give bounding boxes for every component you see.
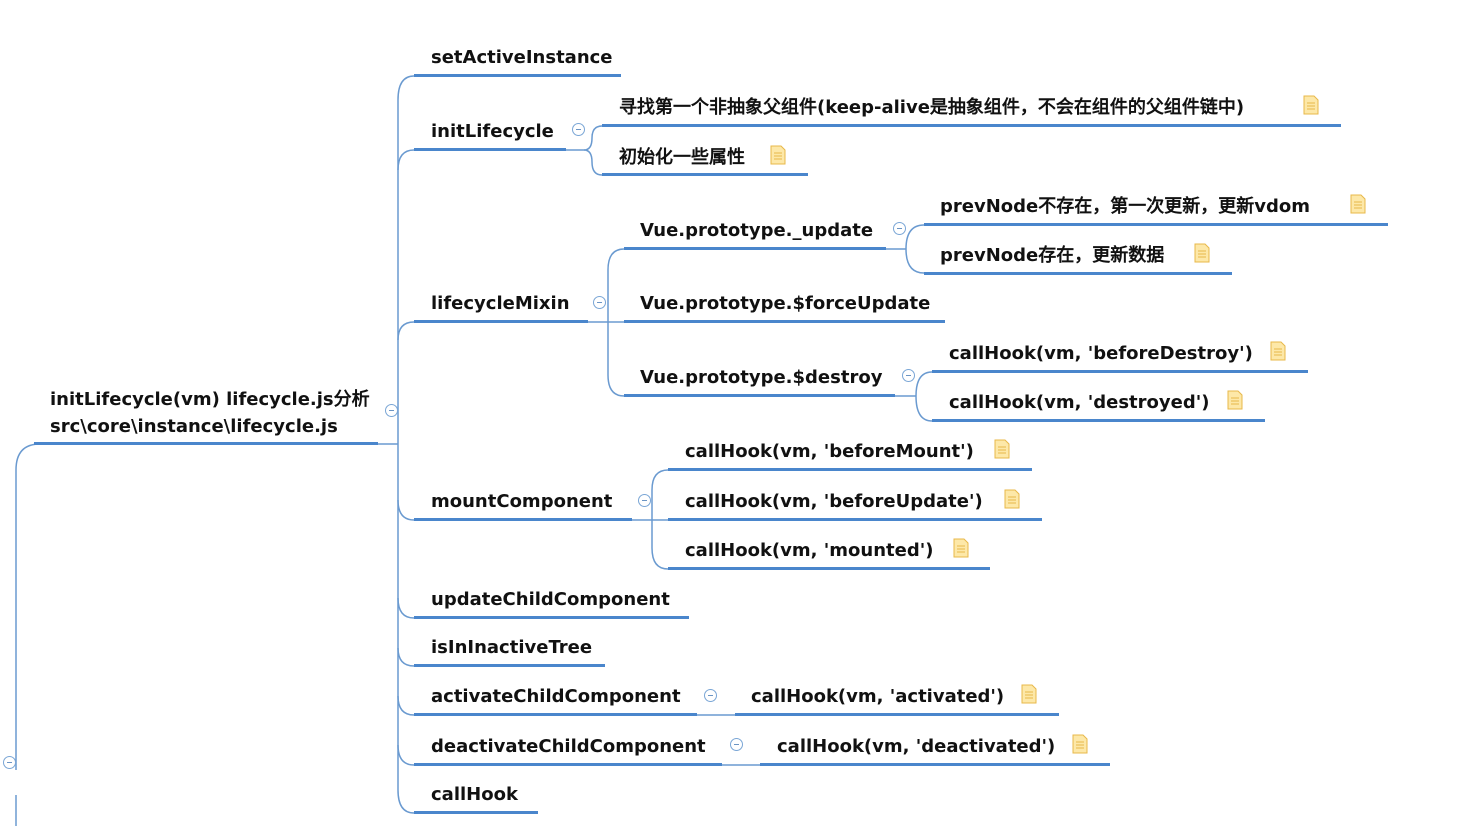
node-deactivateChildComponent[interactable]: deactivateChildComponent [431,736,706,757]
node-lifecycleMixin-underline [414,320,588,323]
node-mount-child-1[interactable]: callHook(vm, 'beforeMount') [685,441,974,462]
node-activate-child-1-underline [735,713,1059,716]
node-initLifecycle-child-2-underline [602,173,808,176]
parent-collapse-toggle[interactable] [3,756,16,769]
note-icon[interactable] [770,145,786,165]
note-icon[interactable] [1004,489,1020,509]
node-activateChildComponent-underline [414,713,697,716]
note-icon[interactable] [1021,684,1037,704]
root-node-line2: src\core\instance\lifecycle.js [50,416,338,437]
node-mountComponent[interactable]: mountComponent [431,491,613,512]
node-callHook[interactable]: callHook [431,784,518,805]
note-icon[interactable] [1270,341,1286,361]
activateChildComponent-collapse-toggle[interactable] [704,689,717,702]
node-lifecycleMixin[interactable]: lifecycleMixin [431,293,570,314]
note-icon[interactable] [1072,734,1088,754]
node-activateChildComponent[interactable]: activateChildComponent [431,686,681,707]
node-update-underline [624,247,886,250]
destroy-collapse-toggle[interactable] [902,369,915,382]
node-deactivate-child-1-underline [760,763,1110,766]
node-destroy-child-1-underline [932,370,1308,373]
node-forceUpdate[interactable]: Vue.prototype.$forceUpdate [640,293,931,314]
node-mount-child-1-underline [668,468,1032,471]
node-mount-child-3[interactable]: callHook(vm, 'mounted') [685,540,934,561]
node-updateChildComponent[interactable]: updateChildComponent [431,589,670,610]
initLifecycle-collapse-toggle[interactable] [572,123,585,136]
node-setActiveInstance[interactable]: setActiveInstance [431,47,613,68]
node-deactivateChildComponent-underline [414,763,722,766]
node-setActiveInstance-underline [414,74,621,77]
node-update-child-2-underline [924,272,1232,275]
lifecycleMixin-collapse-toggle[interactable] [593,296,606,309]
deactivateChildComponent-collapse-toggle[interactable] [730,738,743,751]
node-callHook-underline [414,811,538,814]
node-initLifecycle[interactable]: initLifecycle [431,121,554,142]
node-isInInactiveTree-underline [414,664,605,667]
node-deactivate-child-1[interactable]: callHook(vm, 'deactivated') [777,736,1056,757]
node-mount-child-3-underline [668,567,990,570]
node-forceUpdate-underline [624,320,945,323]
node-destroy[interactable]: Vue.prototype.$destroy [640,367,883,388]
note-icon[interactable] [1194,243,1210,263]
node-update-child-1[interactable]: prevNode不存在，第一次更新，更新vdom [940,196,1310,217]
root-node-title[interactable]: initLifecycle(vm) lifecycle.js分析 src\cor… [50,386,370,440]
node-mount-child-2-underline [668,518,1042,521]
node-initLifecycle-child-1[interactable]: 寻找第一个非抽象父组件(keep-alive是抽象组件，不会在组件的父组件链中) [619,97,1245,118]
node-destroy-child-2-underline [932,419,1265,422]
mountComponent-collapse-toggle[interactable] [638,494,651,507]
node-activate-child-1[interactable]: callHook(vm, 'activated') [751,686,1005,707]
note-icon[interactable] [994,439,1010,459]
node-isInInactiveTree[interactable]: isInInactiveTree [431,637,593,658]
node-update[interactable]: Vue.prototype._update [640,220,874,241]
node-destroy-child-2[interactable]: callHook(vm, 'destroyed') [949,392,1210,413]
node-initLifecycle-underline [414,148,566,151]
note-icon[interactable] [1303,95,1319,115]
root-node-line1: initLifecycle(vm) lifecycle.js分析 [50,389,370,410]
root-node-underline [34,442,378,445]
node-mountComponent-underline [414,518,632,521]
node-initLifecycle-child-2[interactable]: 初始化一些属性 [619,147,745,168]
node-destroy-child-1[interactable]: callHook(vm, 'beforeDestroy') [949,343,1253,364]
node-update-child-2[interactable]: prevNode存在，更新数据 [940,245,1165,266]
note-icon[interactable] [1350,194,1366,214]
node-updateChildComponent-underline [414,616,689,619]
node-initLifecycle-child-1-underline [602,124,1341,127]
node-update-child-1-underline [924,223,1388,226]
note-icon[interactable] [953,538,969,558]
node-destroy-underline [624,394,895,397]
update-collapse-toggle[interactable] [893,222,906,235]
note-icon[interactable] [1227,390,1243,410]
node-mount-child-2[interactable]: callHook(vm, 'beforeUpdate') [685,491,983,512]
root-collapse-toggle[interactable] [385,404,398,417]
